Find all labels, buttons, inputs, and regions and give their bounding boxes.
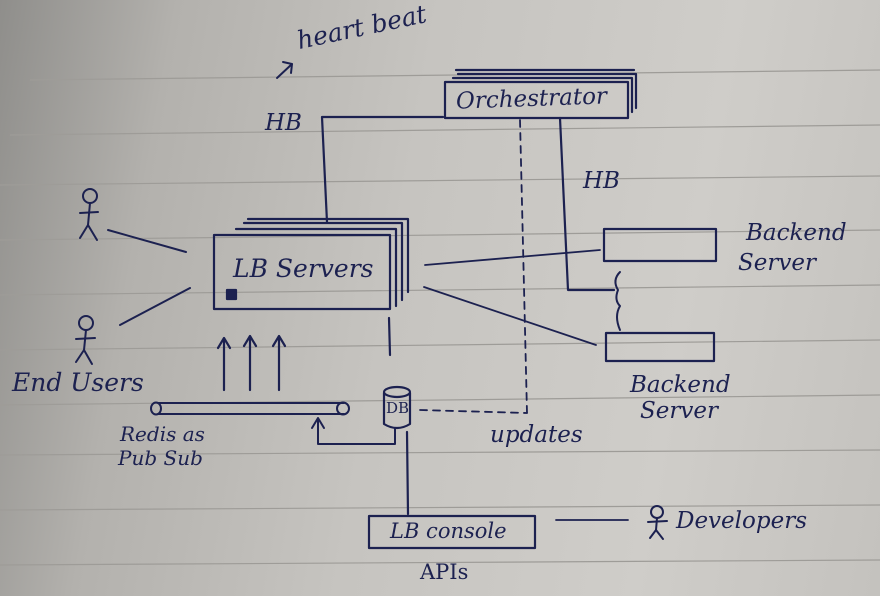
end-users-label: End Users	[12, 368, 144, 397]
hb-label-right: HB	[583, 168, 620, 194]
lb-console-box	[367, 514, 537, 550]
db-label: DB	[386, 399, 410, 417]
db-console-line	[405, 430, 410, 516]
developers-label: Developers	[676, 508, 807, 534]
backend-server-1-label-line2: Server	[738, 250, 816, 276]
end-user-figure-2	[75, 315, 96, 365]
backend-server-box-1	[602, 227, 718, 263]
orchestrator-label: Orchestrator	[455, 83, 608, 115]
hb-label-top: HB	[265, 110, 302, 136]
hb-connector-lb	[320, 115, 445, 224]
lb-backend-line-2	[423, 286, 597, 346]
apis-label: APIs	[420, 560, 469, 584]
db-cylinder	[382, 385, 412, 430]
updates-label: updates	[490, 422, 583, 448]
orchestrator-box	[443, 68, 638, 120]
heartbeat-arrow	[276, 61, 293, 79]
db-redis-arrow	[311, 417, 396, 445]
ruled-lines	[0, 69, 880, 566]
redis-label-line2: Pub Sub	[118, 446, 203, 470]
lb-console-label: LB console	[390, 519, 507, 543]
redis-pipe	[150, 401, 350, 416]
lb-servers-label: LB Servers	[233, 254, 374, 283]
hb-connector-backend	[558, 116, 616, 292]
updates-dashed-horizontal	[419, 409, 528, 414]
backend-server-1-label-line1: Backend	[746, 220, 847, 246]
backend-server-2-label-line2: Server	[640, 398, 718, 424]
user-lb-line-1	[107, 229, 187, 253]
end-user-figure-1	[79, 188, 99, 241]
developer-figure	[647, 505, 668, 540]
lb-db-line	[387, 316, 392, 357]
pubsub-arrows	[216, 334, 287, 392]
user-lb-line-2	[119, 287, 191, 326]
backend-server-2-label-line1: Backend	[630, 372, 731, 398]
backend-group-brace	[614, 271, 621, 331]
redis-label-line1: Redis as	[120, 422, 205, 446]
updates-dashed-vertical	[519, 119, 528, 414]
backend-server-box-2	[604, 331, 716, 363]
lb-servers-box	[212, 217, 410, 311]
lb-backend-line-1	[424, 249, 601, 266]
